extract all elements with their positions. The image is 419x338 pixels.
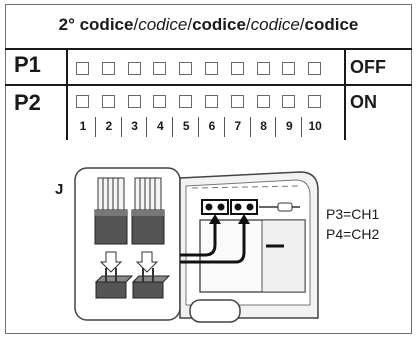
jumper-label: J bbox=[55, 181, 64, 198]
jumper-icon-2 bbox=[131, 177, 171, 299]
header-part: / bbox=[245, 15, 251, 34]
channel-labels: P3=CH1 P4=CH2 bbox=[326, 204, 379, 244]
header-part: codice bbox=[250, 15, 300, 34]
dip-switch-cell bbox=[76, 95, 89, 108]
number-divider bbox=[146, 117, 148, 137]
dip-switch-cell bbox=[282, 95, 296, 108]
switch-number: 6 bbox=[208, 119, 216, 133]
switch-number: 2 bbox=[105, 119, 113, 133]
dip-switch-cell bbox=[308, 62, 322, 75]
switch-number: 10 bbox=[308, 119, 322, 133]
number-divider bbox=[94, 117, 96, 137]
header-part: / bbox=[299, 15, 305, 34]
number-divider bbox=[198, 117, 199, 137]
switch-number: 1 bbox=[79, 119, 87, 133]
header-part: codice bbox=[192, 15, 246, 34]
switch-number: 8 bbox=[260, 119, 267, 133]
row-label-p1: P1 bbox=[14, 52, 41, 77]
dip-switch-cell bbox=[101, 95, 115, 108]
number-divider bbox=[120, 117, 122, 137]
switch-number: 5 bbox=[182, 119, 190, 133]
jumper-pins bbox=[201, 199, 300, 215]
switch-number: 9 bbox=[286, 119, 293, 133]
dip-switch-cell bbox=[76, 62, 89, 75]
number-divider bbox=[275, 117, 277, 137]
dip-switch-cell bbox=[153, 62, 167, 75]
dip-switch-cell bbox=[179, 95, 193, 108]
state-on: ON bbox=[350, 92, 377, 112]
jumper-icon-1 bbox=[94, 177, 134, 299]
switch-number: 3 bbox=[131, 119, 138, 133]
header-part: 2° bbox=[58, 15, 80, 34]
dip-switch-cell bbox=[230, 95, 244, 108]
dip-switch-cell bbox=[230, 62, 244, 75]
row-label-p2: P2 bbox=[14, 90, 41, 115]
dip-switch-cell bbox=[205, 95, 218, 108]
dip-switch-cell bbox=[127, 95, 141, 108]
number-divider bbox=[172, 117, 174, 137]
dip-switch-cell bbox=[179, 62, 193, 75]
state-off: OFF bbox=[350, 57, 386, 77]
receiver-board bbox=[179, 171, 319, 323]
number-divider bbox=[223, 117, 225, 137]
dip-switch-cell bbox=[205, 62, 218, 75]
header-part: codice bbox=[79, 15, 134, 34]
switch-number: 7 bbox=[234, 119, 242, 133]
channel-label-p4: P4=CH2 bbox=[326, 226, 380, 242]
table-label-divider bbox=[66, 48, 68, 140]
table-top-line bbox=[5, 48, 412, 50]
dip-switch-cell bbox=[282, 62, 296, 75]
switch-number: 4 bbox=[157, 119, 164, 133]
number-divider bbox=[249, 117, 251, 137]
dip-switch-cell bbox=[256, 95, 270, 108]
pointer-arrows bbox=[180, 214, 250, 264]
table-state-divider bbox=[344, 48, 346, 140]
dip-switch-cell bbox=[101, 62, 115, 75]
header-part: / bbox=[133, 15, 139, 34]
dip-switch-cell bbox=[127, 62, 141, 75]
number-divider bbox=[301, 117, 303, 137]
channel-label-p3: P3=CH1 bbox=[326, 206, 380, 222]
header-part: / bbox=[187, 15, 193, 34]
dip-switch-cell bbox=[153, 95, 167, 108]
dip-switch-cell bbox=[256, 62, 270, 75]
table-middle-line bbox=[5, 84, 412, 86]
dip-switch-cell bbox=[308, 95, 322, 108]
header-part: codice bbox=[138, 15, 188, 34]
header-part: codice bbox=[304, 15, 359, 34]
code-header: 2° codice/codice/codice/codice/codice bbox=[6, 5, 411, 49]
